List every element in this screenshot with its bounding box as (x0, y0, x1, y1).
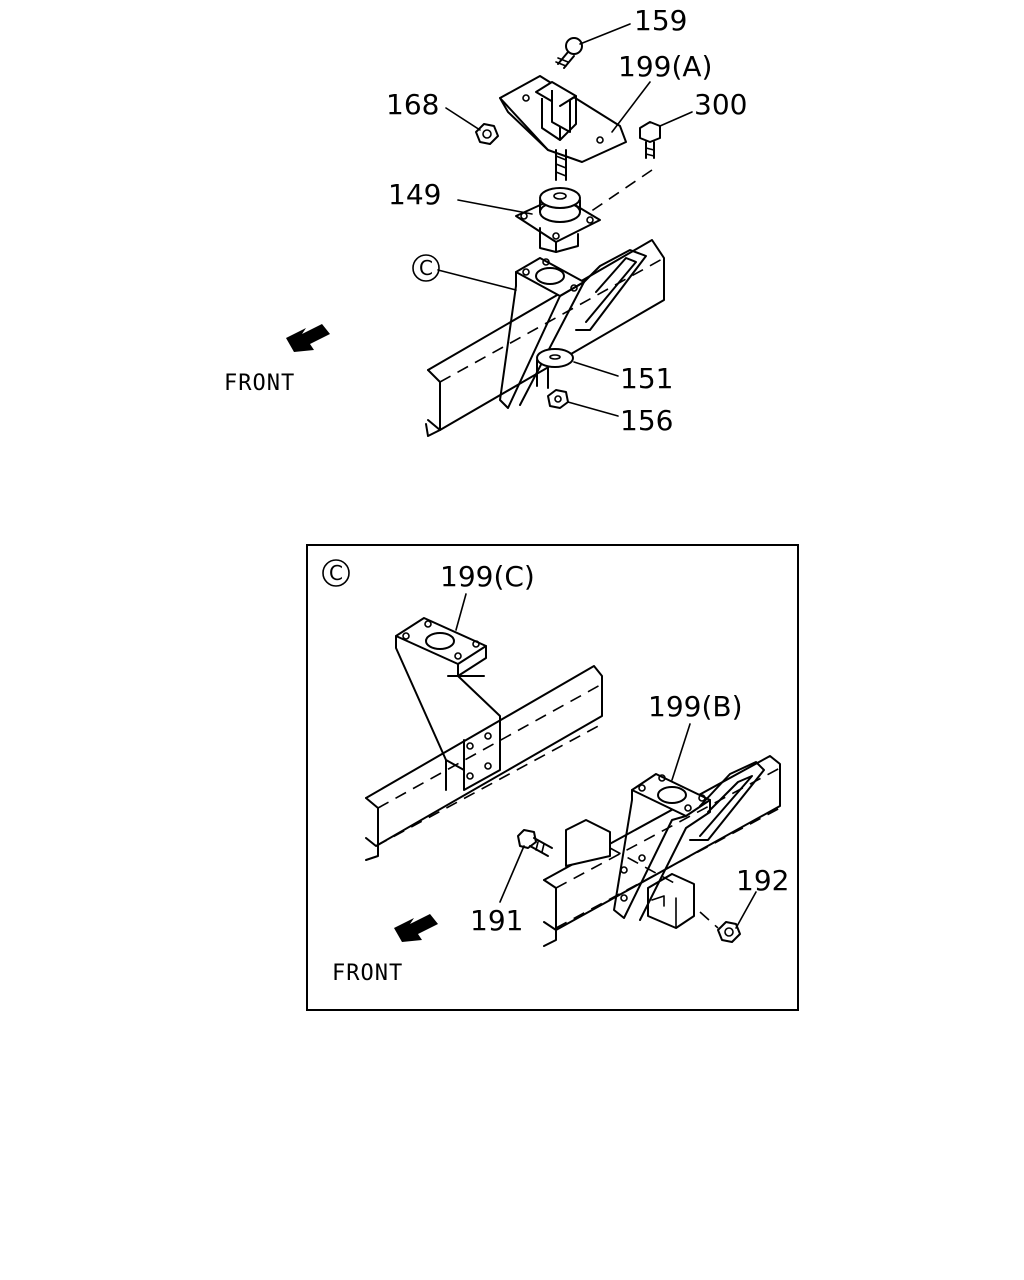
label-192: 192 (736, 864, 789, 897)
front-label-detail: FRONT (332, 961, 403, 986)
label-191: 191 (470, 904, 523, 937)
label-151: 151 (620, 362, 673, 395)
label-168: 168 (386, 88, 439, 121)
front-label-top: FRONT (224, 371, 295, 396)
box-crossmember (565, 819, 695, 929)
label-199b: 199(B) (648, 690, 743, 723)
bracket-199b (613, 761, 765, 921)
label-199a: 199(A) (618, 50, 712, 83)
nut-156-shape (547, 389, 569, 409)
nut-192-shape (717, 921, 741, 943)
bolt-191 (517, 829, 553, 857)
detail-c-marker: C (329, 561, 343, 585)
label-c-marker: C (419, 256, 433, 280)
label-159: 159 (634, 4, 687, 37)
nut-168-shape (475, 123, 499, 145)
label-199c: 199(C) (440, 560, 535, 593)
cushion-149 (515, 187, 601, 253)
washer-151 (536, 348, 574, 389)
detail-c-circle (322, 559, 350, 587)
label-156: 156 (620, 404, 673, 437)
front-arrow-icon-detail (394, 914, 438, 942)
bolt-300 (589, 121, 661, 213)
label-300: 300 (694, 88, 747, 121)
stud-159 (555, 37, 583, 69)
front-arrow-icon (286, 324, 330, 352)
bracket-199a (499, 75, 627, 181)
callout-c-circle (412, 254, 440, 282)
detail-c-panel: C (306, 544, 799, 1011)
bracket-199c (395, 617, 501, 791)
top-assembly: 159 199(A) 168 300 149 C 151 156 FRONT (224, 4, 747, 437)
frame-rail-left (365, 665, 603, 861)
label-149: 149 (388, 178, 441, 211)
frame-rail-top (425, 239, 665, 437)
bracket-c (499, 249, 647, 409)
